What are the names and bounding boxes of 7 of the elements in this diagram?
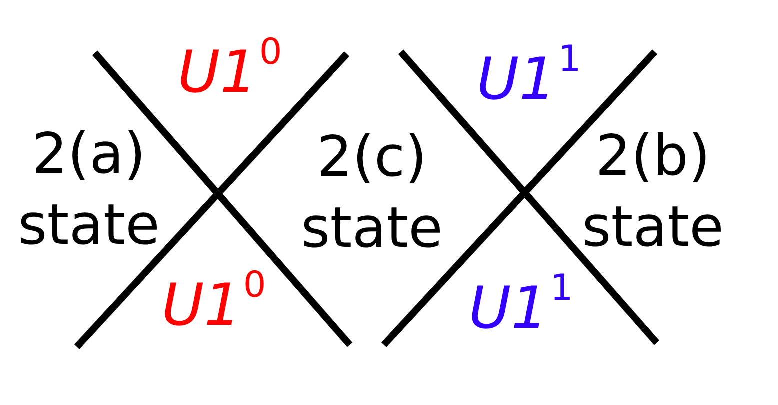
phase-label: 2(c) state — [300, 124, 444, 264]
symmetry-label: U1$^{0}$ — [178, 30, 284, 101]
phase-label: 2(b) state — [581, 123, 725, 262]
symmetry-label: U1$^{1}$ — [468, 266, 574, 337]
phase-label: 2(a) state — [17, 121, 161, 260]
symmetry-label: U1$^{1}$ — [476, 38, 582, 108]
symmetry-label: U1$^{0}$ — [162, 264, 268, 334]
